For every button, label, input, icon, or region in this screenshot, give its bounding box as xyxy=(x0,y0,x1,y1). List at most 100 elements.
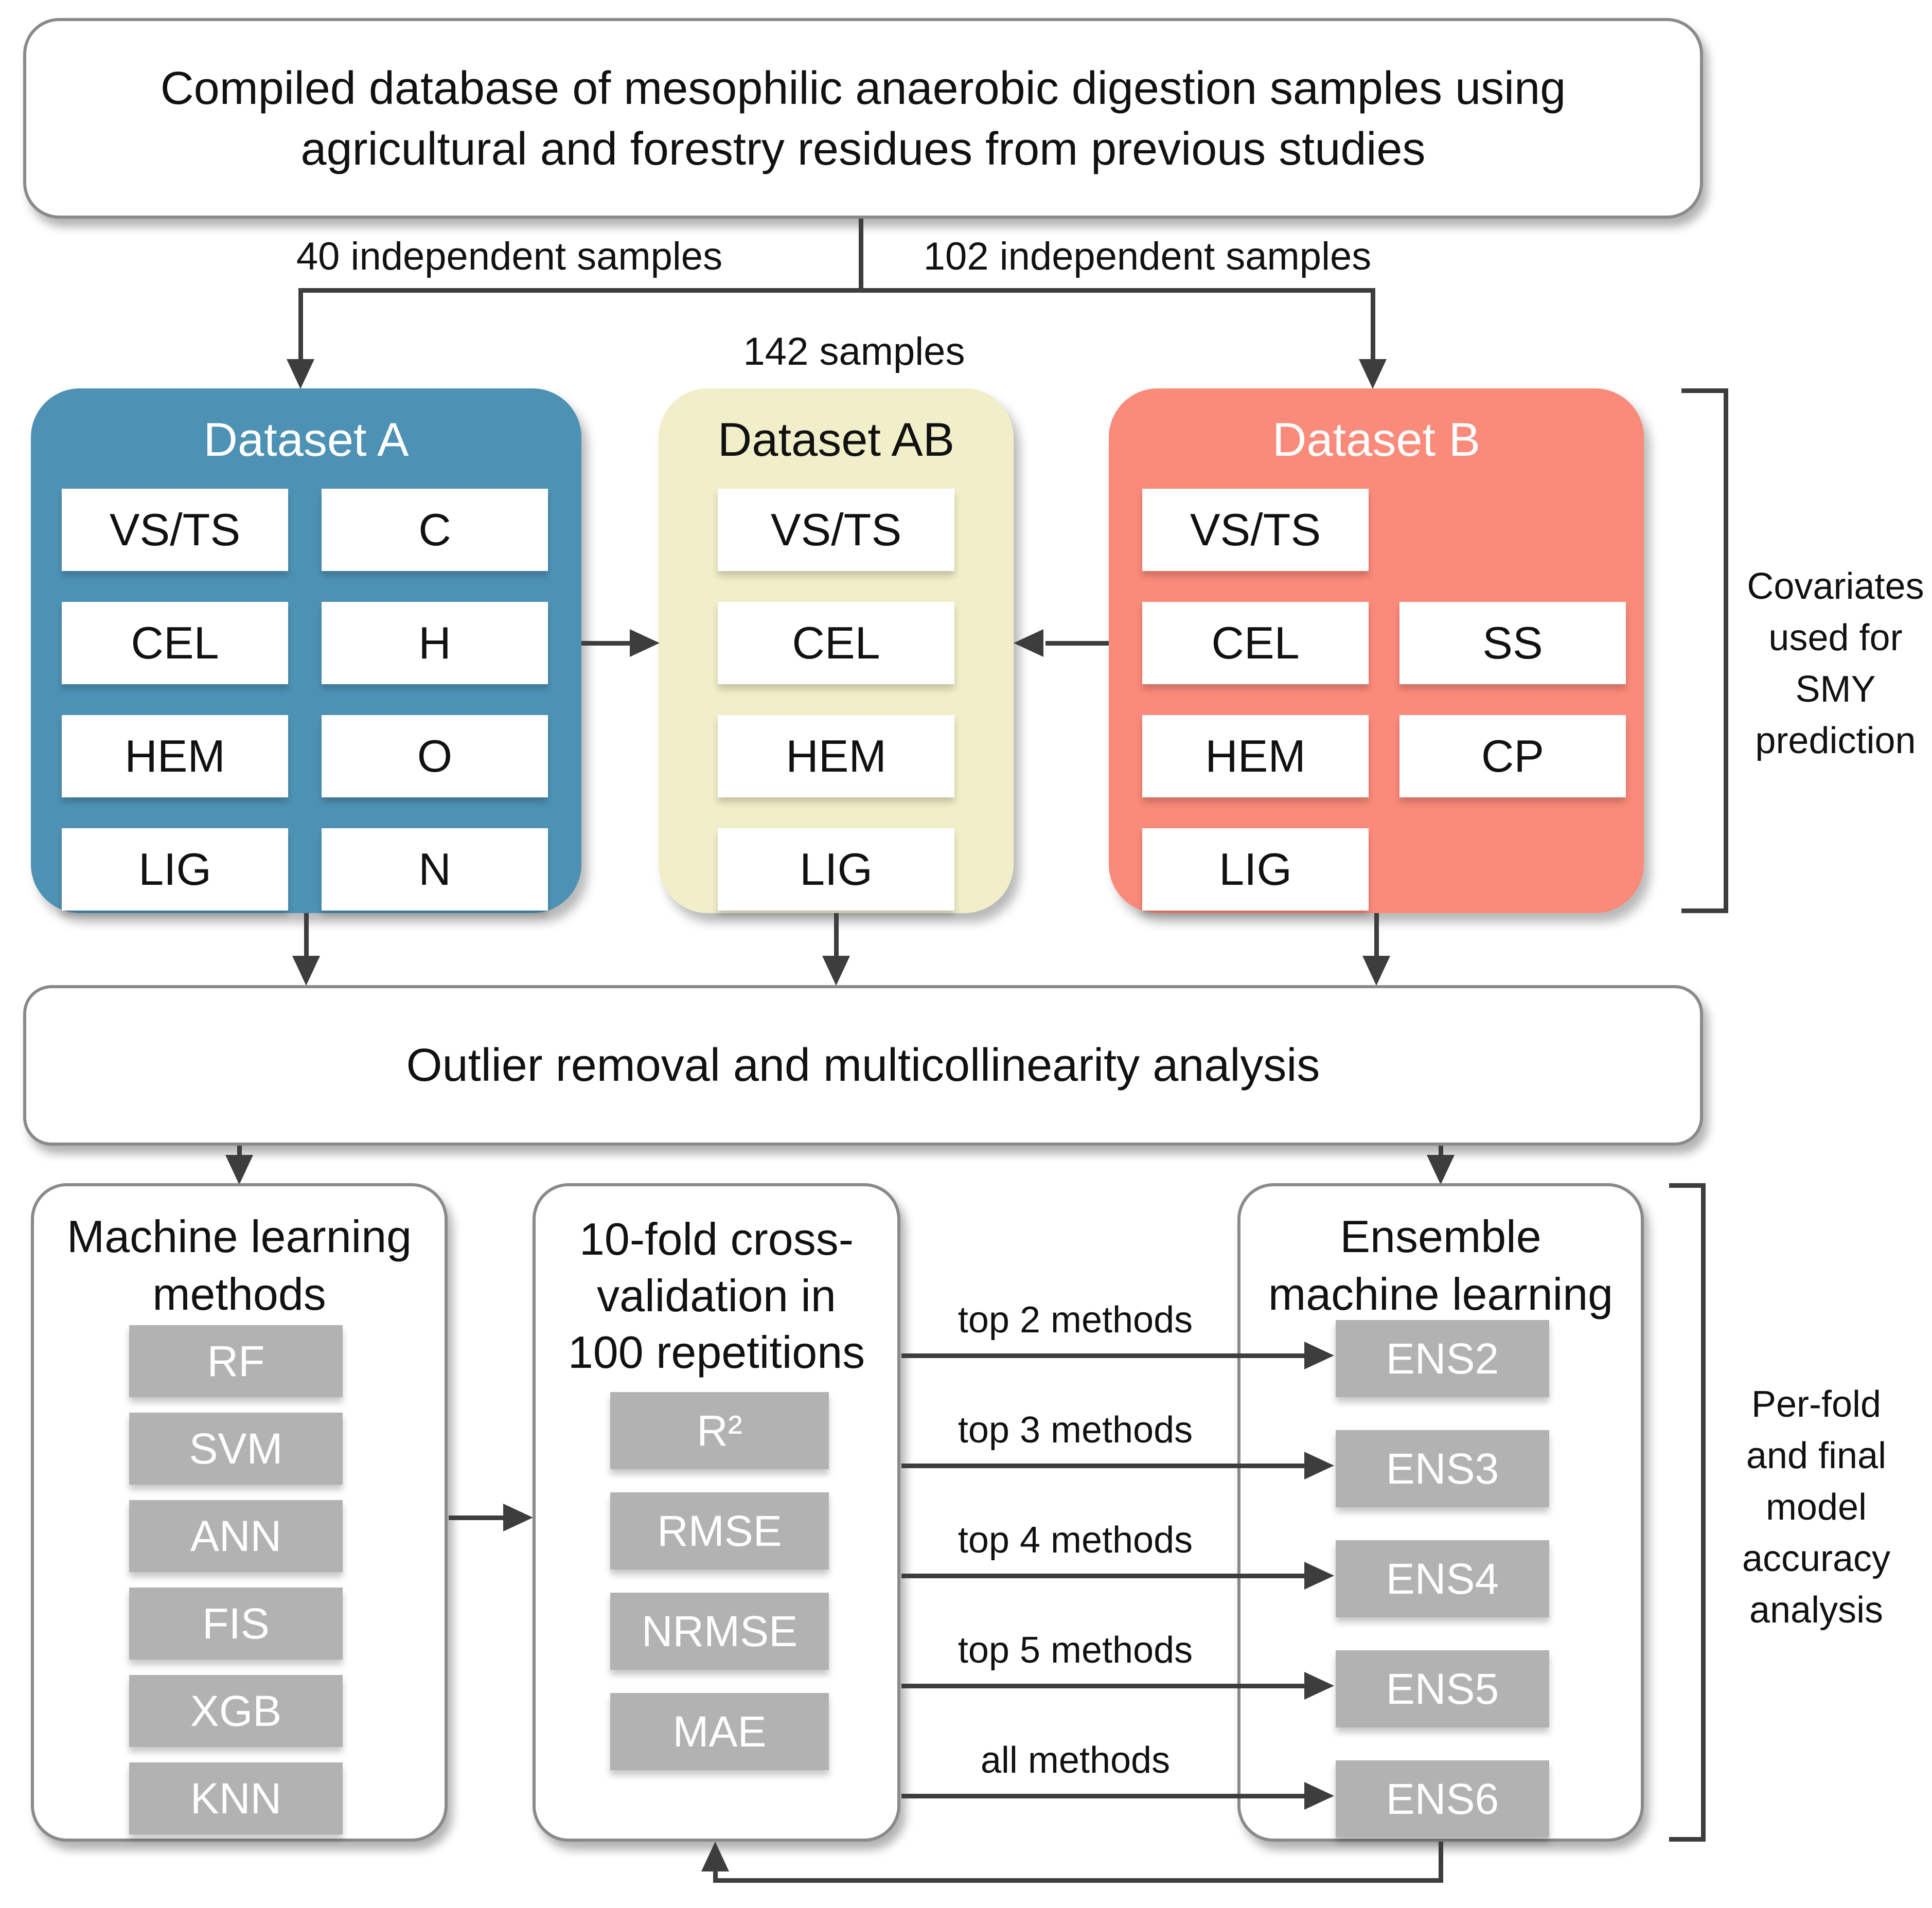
outlier-removal-text: Outlier removal and multicollinearity an… xyxy=(406,1039,1320,1091)
ensemble-item-ens5: ENS5 xyxy=(1336,1650,1549,1727)
covariates-note-line1: Covariates xyxy=(1747,566,1924,607)
covariates-bracket-top-tick xyxy=(1681,388,1728,393)
dataset-b-item-hem: HEM xyxy=(1142,715,1369,797)
dataset-b-item-cel: CEL xyxy=(1142,602,1369,684)
connector-a-to-ab xyxy=(581,641,633,646)
cv-item-r2: R² xyxy=(610,1392,829,1469)
ml-methods-title-line2: methods xyxy=(152,1269,326,1319)
label-102-samples: 102 independent samples xyxy=(923,235,1372,278)
accuracy-note-line2: and final xyxy=(1746,1435,1887,1476)
ml-item-rf: RF xyxy=(129,1325,343,1397)
connector-b-to-ab xyxy=(1045,641,1109,646)
arrow-top5-icon xyxy=(1304,1672,1334,1700)
arrow-b-to-ab-icon xyxy=(1014,629,1043,657)
dataset-a-item-lig: LIG xyxy=(62,828,288,911)
arrow-into-dataset-a-icon xyxy=(287,359,314,389)
arrow-ab-to-outlier-icon xyxy=(822,956,850,986)
connector-top2 xyxy=(901,1353,1305,1358)
arrow-all-methods-icon xyxy=(1304,1782,1334,1810)
ensemble-item-ens6: ENS6 xyxy=(1336,1760,1549,1838)
dataset-b-title: Dataset B xyxy=(1272,414,1480,466)
arrow-ml-to-cv-icon xyxy=(503,1504,533,1531)
arrow-b-to-outlier-icon xyxy=(1362,956,1390,986)
feedback-line-horizontal xyxy=(713,1878,1443,1883)
outlier-removal-box: Outlier removal and multicollinearity an… xyxy=(23,985,1703,1146)
ml-item-fis: FIS xyxy=(129,1588,343,1660)
arrow-top4-icon xyxy=(1304,1562,1334,1590)
label-all-methods: all methods xyxy=(980,1740,1171,1781)
accuracy-bracket-line xyxy=(1701,1183,1706,1842)
connector-ab-to-outlier xyxy=(834,913,839,957)
ml-item-ann: ANN xyxy=(129,1500,343,1572)
arrow-outlier-to-ml-icon xyxy=(225,1155,253,1185)
ensemble-title-line2: machine learning xyxy=(1268,1269,1614,1319)
arrow-a-to-outlier-icon xyxy=(292,956,320,986)
dataset-a-item-c: C xyxy=(322,489,548,571)
label-40-samples: 40 independent samples xyxy=(296,235,723,278)
dataset-a-box: Dataset A VS/TS CEL HEM LIG C H O N xyxy=(31,388,581,913)
connector-topbox-stem xyxy=(859,219,863,292)
dataset-ab-item-vsts: VS/TS xyxy=(718,489,954,571)
arrow-top2-icon xyxy=(1304,1342,1334,1369)
compiled-database-text-line2: agricultural and forestry residues from … xyxy=(300,123,1426,175)
accuracy-bracket-top-tick xyxy=(1669,1183,1706,1188)
cv-item-nrmse: NRMSE xyxy=(610,1593,829,1670)
connector-top3 xyxy=(901,1464,1305,1468)
ensemble-item-ens3: ENS3 xyxy=(1336,1430,1549,1507)
cv-title-line3: 100 repetitions xyxy=(568,1327,865,1378)
dataset-b-item-cp: CP xyxy=(1399,715,1626,797)
ml-methods-title-line1: Machine learning xyxy=(66,1211,412,1262)
ml-item-svm: SVM xyxy=(129,1413,343,1485)
dataset-a-item-vsts: VS/TS xyxy=(62,489,288,571)
connector-branch-bar xyxy=(298,288,1375,293)
ml-methods-title: Machine learning methods xyxy=(34,1208,445,1323)
dataset-ab-item-lig: LIG xyxy=(718,828,954,911)
connector-ml-to-cv xyxy=(449,1515,505,1520)
accuracy-bracket-bottom-tick xyxy=(1669,1837,1706,1842)
connector-top5 xyxy=(901,1684,1305,1688)
accuracy-note-line1: Per-fold xyxy=(1751,1384,1882,1425)
dataset-a-item-cel: CEL xyxy=(62,602,288,684)
connector-all-methods xyxy=(901,1794,1305,1798)
dataset-a-title: Dataset A xyxy=(203,414,409,466)
dataset-a-item-hem: HEM xyxy=(62,715,288,797)
dataset-ab-box: Dataset AB VS/TS CEL HEM LIG xyxy=(659,388,1014,913)
label-top5-methods: top 5 methods xyxy=(958,1630,1193,1671)
label-142-samples: 142 samples xyxy=(743,330,965,373)
accuracy-note: Per-fold and final model accuracy analys… xyxy=(1708,1379,1924,1636)
connector-branch-left-stem xyxy=(298,288,303,360)
dataset-b-item-vsts: VS/TS xyxy=(1142,489,1369,571)
ensemble-title-line1: Ensemble xyxy=(1340,1211,1541,1262)
dataset-b-box: Dataset B VS/TS CEL HEM LIG SS CP xyxy=(1109,388,1644,913)
covariates-note-line4: prediction xyxy=(1755,720,1916,761)
arrow-feedback-to-cv-icon xyxy=(701,1842,729,1871)
accuracy-note-line3: model xyxy=(1765,1487,1867,1528)
connector-outlier-to-ensemble xyxy=(1439,1146,1443,1157)
arrow-a-to-ab-icon xyxy=(630,629,660,657)
dataset-a-item-n: N xyxy=(322,828,548,911)
feedback-line-up xyxy=(713,1870,718,1883)
compiled-database-text-line1: Compiled database of mesophilic anaerobi… xyxy=(160,63,1566,114)
arrow-top3-icon xyxy=(1304,1452,1334,1479)
cv-title: 10-fold cross- validation in 100 repetit… xyxy=(536,1211,897,1381)
connector-top4 xyxy=(901,1574,1305,1578)
cv-item-mae: MAE xyxy=(610,1693,829,1770)
ml-methods-box: Machine learning methods RF SVM ANN FIS … xyxy=(31,1183,448,1842)
label-top3-methods: top 3 methods xyxy=(958,1410,1193,1451)
cv-box: 10-fold cross- validation in 100 repetit… xyxy=(533,1183,900,1842)
accuracy-note-line4: accuracy xyxy=(1742,1538,1891,1579)
connector-a-to-outlier xyxy=(304,913,309,957)
dataset-a-item-h: H xyxy=(322,602,548,684)
dataset-ab-item-cel: CEL xyxy=(718,602,954,684)
ml-item-xgb: XGB xyxy=(129,1675,343,1747)
dataset-ab-title: Dataset AB xyxy=(717,414,955,466)
ensemble-item-ens2: ENS2 xyxy=(1336,1320,1549,1397)
covariates-bracket-bottom-tick xyxy=(1681,908,1728,913)
ml-item-knn: KNN xyxy=(129,1762,343,1834)
cv-item-rmse: RMSE xyxy=(610,1492,829,1570)
label-top2-methods: top 2 methods xyxy=(958,1299,1193,1341)
dataset-a-item-o: O xyxy=(322,715,548,797)
covariates-bracket-line xyxy=(1724,388,1728,913)
connector-outlier-to-ml xyxy=(237,1146,242,1157)
